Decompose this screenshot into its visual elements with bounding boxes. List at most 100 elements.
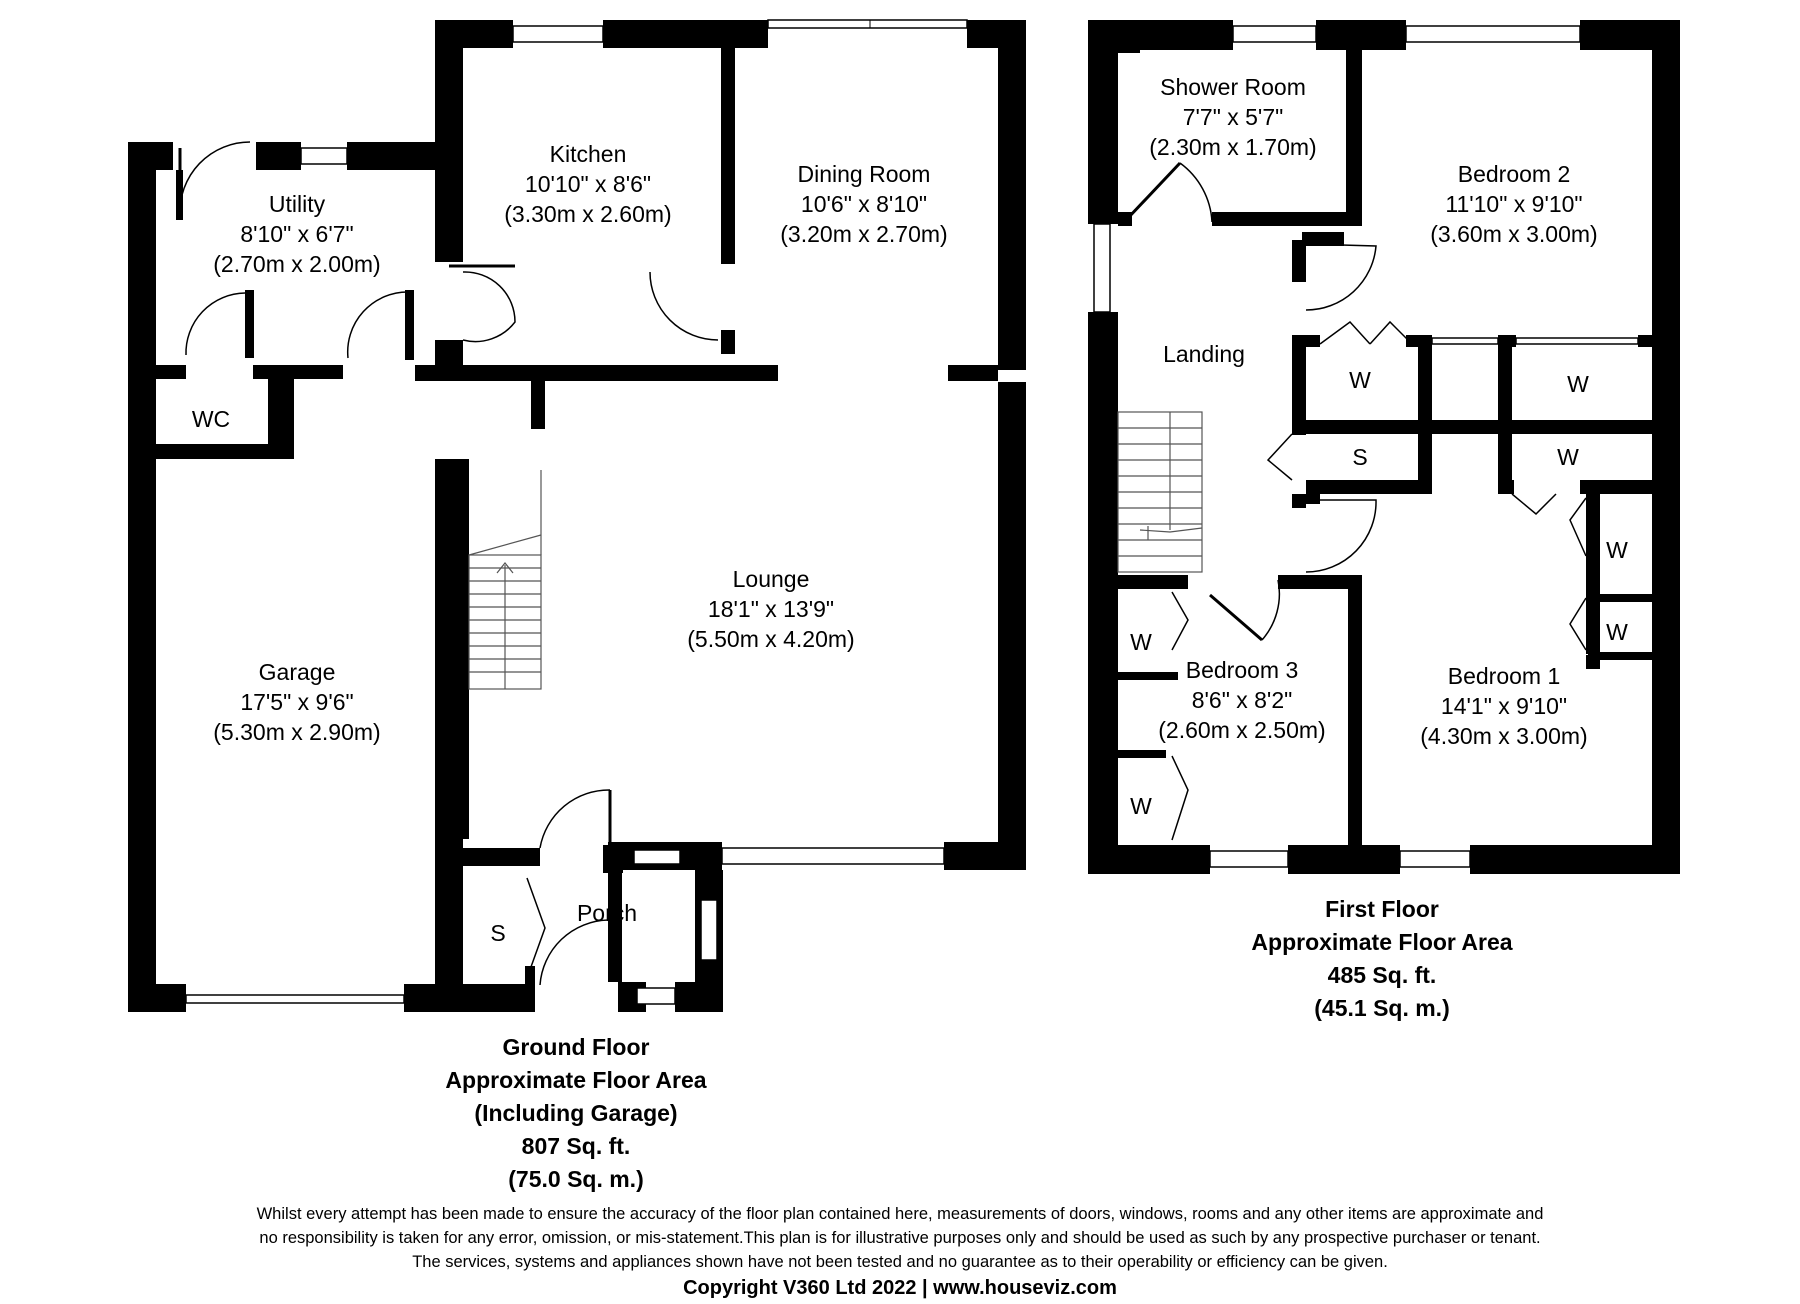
wc-name: WC xyxy=(192,406,230,432)
shower-metric: (2.30m x 1.70m) xyxy=(1149,134,1316,160)
ground-floor-garage-note: (Including Garage) xyxy=(474,1100,677,1126)
ground-floor-caption: Ground Floor Approximate Floor Area (Inc… xyxy=(445,1034,706,1192)
first-floor-area-label: Approximate Floor Area xyxy=(1251,929,1512,955)
copyright: Copyright V360 Ltd 2022 | www.houseviz.c… xyxy=(683,1277,1117,1299)
kitchen-door xyxy=(462,271,516,343)
first-floor-walls xyxy=(1088,20,1680,874)
wardrobe-label-4: W xyxy=(1606,537,1628,563)
utility-imperial: 8'10" x 6'7" xyxy=(240,221,353,247)
kitchen-imperial: 10'10" x 8'6" xyxy=(525,171,651,197)
porch-outer-door xyxy=(539,919,609,986)
porch-store-door xyxy=(526,877,546,979)
landing-window xyxy=(1093,223,1111,313)
utility-name: Utility xyxy=(269,191,326,217)
bedroom1-door xyxy=(1305,499,1377,573)
garage-metric: (5.30m x 2.90m) xyxy=(213,719,380,745)
bedroom2-wardrobe-doors xyxy=(1319,320,1413,345)
wardrobe-label-2: W xyxy=(1567,371,1589,397)
ground-floor-title: Ground Floor xyxy=(503,1034,650,1060)
first-floor-sqft: 485 Sq. ft. xyxy=(1328,962,1437,988)
dining-metric: (3.20m x 2.70m) xyxy=(780,221,947,247)
bedroom1-window xyxy=(1399,850,1471,868)
first-floor-title: First Floor xyxy=(1325,896,1439,922)
first-floor-plan: Shower Room 7'7" x 5'7" (2.30m x 1.70m) … xyxy=(1088,20,1680,1021)
bedroom3-door xyxy=(1261,579,1281,641)
first-floor-caption: First Floor Approximate Floor Area 485 S… xyxy=(1251,896,1512,1021)
wardrobe-label-1: W xyxy=(1349,367,1371,393)
lounge-name: Lounge xyxy=(733,566,810,592)
shower-window xyxy=(1232,25,1317,43)
garage-imperial: 17'5" x 9'6" xyxy=(240,689,353,715)
first-floor-windows xyxy=(1093,25,1639,868)
bedroom1-name: Bedroom 1 xyxy=(1448,663,1561,689)
garage-door xyxy=(185,994,405,1004)
ground-floor-walls xyxy=(128,20,1026,1012)
porch-window-side xyxy=(700,899,718,961)
landing-store-door xyxy=(1266,433,1293,481)
disclaimer-line-1: Whilst every attempt has been made to en… xyxy=(257,1205,1544,1223)
wardrobe-label-6: W xyxy=(1130,629,1152,655)
utility-back-door xyxy=(179,141,251,216)
bedroom2-imperial: 11'10" x 9'10" xyxy=(1445,191,1582,217)
wardrobe-label-3: W xyxy=(1557,444,1579,470)
utility-metric: (2.70m x 2.00m) xyxy=(213,251,380,277)
ground-floor-sqm: (75.0 Sq. m.) xyxy=(508,1166,643,1192)
first-floor-doors xyxy=(1126,161,1587,841)
bedroom3-imperial: 8'6" x 8'2" xyxy=(1192,687,1293,713)
dining-name: Dining Room xyxy=(798,161,931,187)
bedroom3-metric: (2.60m x 2.50m) xyxy=(1158,717,1325,743)
wardrobe-slider xyxy=(1515,337,1639,345)
shower-imperial: 7'7" x 5'7" xyxy=(1183,104,1284,130)
shower-door xyxy=(1179,162,1213,223)
wardrobe-label-7: W xyxy=(1130,793,1152,819)
bedroom2-metric: (3.60m x 3.00m) xyxy=(1430,221,1597,247)
ground-floor-labels: Kitchen 10'10" x 8'6" (3.30m x 2.60m) Di… xyxy=(192,141,948,946)
porch-window-bottom xyxy=(636,987,676,1005)
disclaimer: Whilst every attempt has been made to en… xyxy=(257,1205,1544,1299)
bedroom3-name: Bedroom 3 xyxy=(1186,657,1299,683)
porch-name: Porch xyxy=(577,900,637,926)
first-floor-labels: Shower Room 7'7" x 5'7" (2.30m x 1.70m) … xyxy=(1130,74,1628,819)
ground-floor-stairs xyxy=(468,470,542,690)
kitchen-window xyxy=(512,25,604,43)
bedroom3-wardrobe-door-a xyxy=(1171,591,1189,651)
wc-door xyxy=(185,292,246,356)
bedroom1-imperial: 14'1" x 9'10" xyxy=(1441,693,1567,719)
bedroom2-window xyxy=(1405,25,1581,43)
ground-floor-sqft: 807 Sq. ft. xyxy=(522,1133,631,1159)
bedroom3-window xyxy=(1209,850,1289,868)
porch-window-top xyxy=(633,849,681,865)
landing-store-label: S xyxy=(1352,444,1367,470)
bedroom2-name: Bedroom 2 xyxy=(1458,161,1571,187)
kitchen-name: Kitchen xyxy=(550,141,627,167)
shower-name: Shower Room xyxy=(1160,74,1306,100)
lounge-metric: (5.50m x 4.20m) xyxy=(687,626,854,652)
bedroom3-wardrobe-door-b xyxy=(1171,755,1189,841)
disclaimer-line-2: no responsibility is taken for any error… xyxy=(259,1229,1540,1247)
first-floor-stairs xyxy=(1117,411,1203,573)
utility-door xyxy=(346,291,409,359)
bedroom1-metric: (4.30m x 3.00m) xyxy=(1420,723,1587,749)
dining-imperial: 10'6" x 8'10" xyxy=(801,191,927,217)
kitchen-metric: (3.30m x 2.60m) xyxy=(504,201,671,227)
cupboard-window xyxy=(1431,337,1499,345)
first-floor-sqm: (45.1 Sq. m.) xyxy=(1314,995,1449,1021)
porch-store-label: S xyxy=(490,920,505,946)
wardrobe-label-5: W xyxy=(1606,619,1628,645)
dining-door xyxy=(649,271,719,341)
ground-floor-plan: Kitchen 10'10" x 8'6" (3.30m x 2.60m) Di… xyxy=(128,19,1026,1192)
landing-name: Landing xyxy=(1163,341,1245,367)
bedroom1-wardrobe-door-a xyxy=(1511,493,1557,516)
dining-patio-door xyxy=(767,19,968,29)
disclaimer-line-3: The services, systems and appliances sho… xyxy=(412,1253,1388,1271)
lounge-imperial: 18'1" x 13'9" xyxy=(708,596,834,622)
garage-name: Garage xyxy=(259,659,336,685)
ground-floor-windows xyxy=(185,19,968,1005)
bedroom1-wardrobe-door-b xyxy=(1569,497,1587,557)
bedroom2-door xyxy=(1305,243,1377,311)
lounge-window xyxy=(721,847,945,865)
bedroom1-wardrobe-door-c xyxy=(1569,597,1587,651)
ground-floor-doors xyxy=(178,141,719,986)
ground-floor-area-label: Approximate Floor Area xyxy=(445,1067,706,1093)
